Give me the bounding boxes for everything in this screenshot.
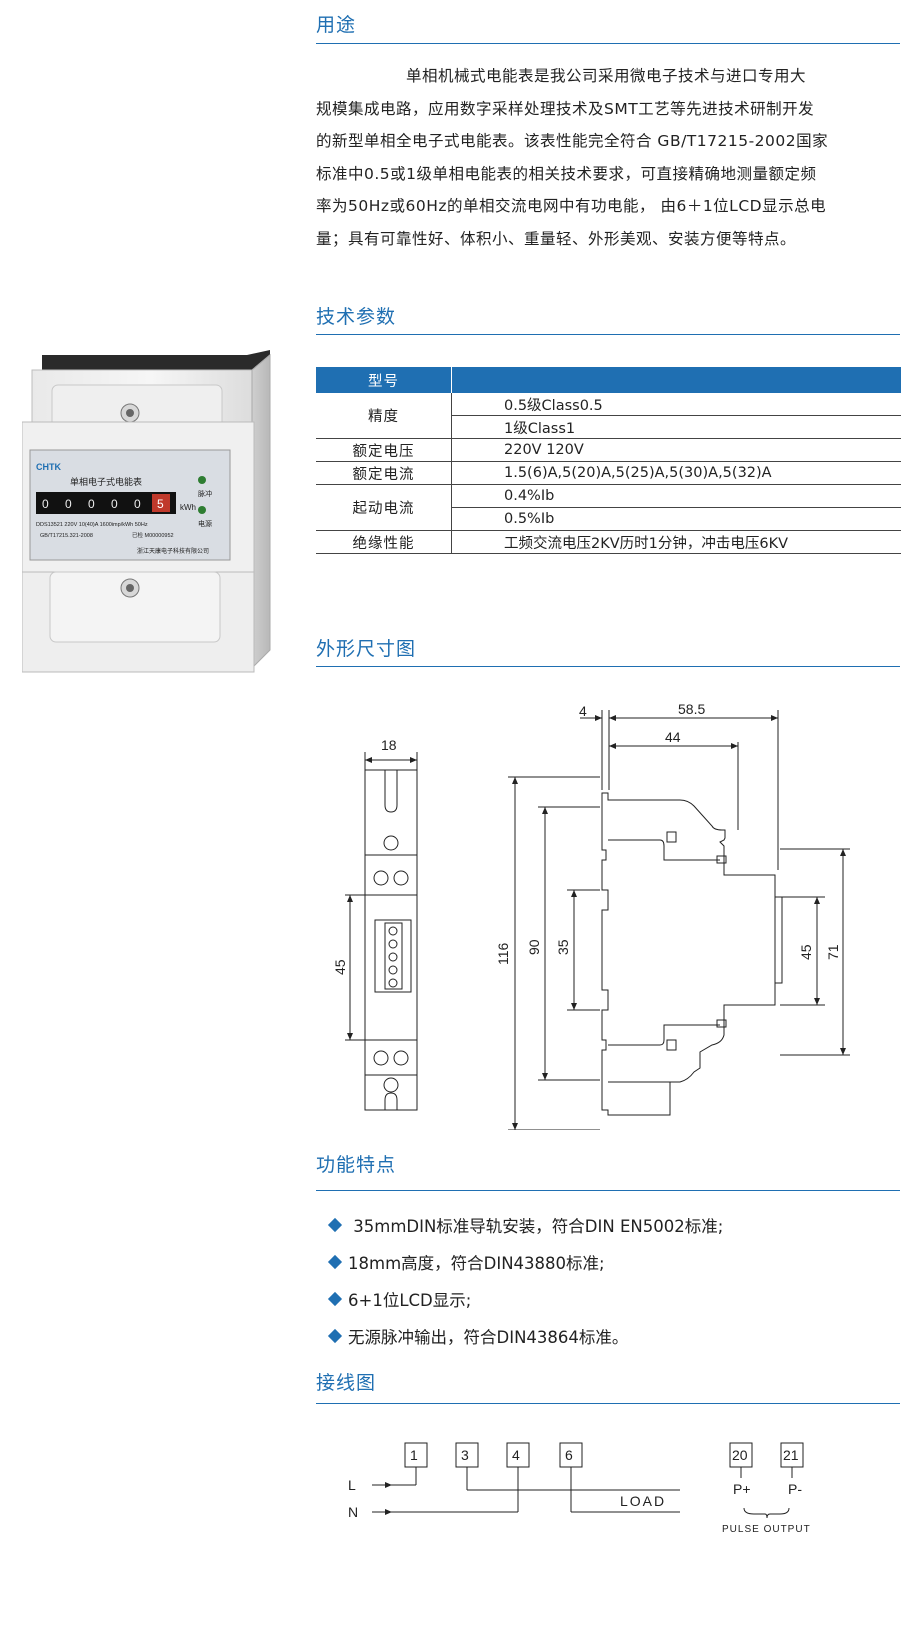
counter-digit: 5 — [157, 497, 164, 511]
spec-table: 型号 精度 0.5级Class0.5 1级Class1 额定电压 220V 12… — [316, 367, 901, 554]
dim-71: 71 — [825, 944, 841, 960]
unit-label: kWh — [180, 503, 196, 512]
feature-text: 35mmDIN标准导轨安装，符合DIN EN5002标准; — [348, 1217, 724, 1236]
spec-value: 0.4%Ib — [451, 484, 901, 508]
counter-wheels: 0 0 0 0 0 5 — [42, 494, 170, 512]
panel-title: 单相电子式电能表 — [70, 476, 142, 487]
spec-value: 1级Class1 — [451, 415, 901, 439]
dim-116: 116 — [495, 942, 511, 965]
spec-value: 0.5%Ib — [451, 507, 901, 531]
terminal-label: 3 — [461, 1447, 469, 1463]
spec-row: 绝缘性能 工频交流电压2KV历时1分钟，冲击电压6KV — [316, 530, 901, 554]
spec-row: 起动电流 0.4%Ib — [316, 484, 901, 531]
bullet-diamond-icon — [327, 1291, 343, 1307]
spec-row: 额定电流 1.5(6)A,5(20)A,5(25)A,5(30)A,5(32)A — [316, 461, 901, 485]
pulse-terminal-label: 21 — [783, 1447, 799, 1463]
feature-text: 6+1位LCD显示; — [348, 1291, 472, 1310]
usage-line: 率为50Hz或60Hz的单相交流电网中有功电能， 由6＋1位LCD显示总电 — [316, 197, 827, 215]
specs-rule — [316, 334, 900, 335]
dim-90: 90 — [526, 939, 542, 955]
feature-text: 无源脉冲输出，符合DIN43864标准。 — [348, 1328, 629, 1347]
side-view-outline — [601, 792, 776, 1116]
spec-row: 0.5%Ib — [316, 507, 901, 531]
pulse-terminal-label: 20 — [732, 1447, 748, 1463]
spec-label: 起动电流 — [316, 484, 452, 531]
counter-digit: 0 — [134, 497, 141, 511]
maker-label: 浙江天康电子科技有限公司 — [137, 547, 209, 555]
specs-title: 技术参数 — [316, 306, 397, 328]
usage-rule — [316, 43, 900, 44]
load-label: LOAD — [620, 1493, 666, 1509]
spec-row: 额定电压 220V 120V — [316, 438, 901, 462]
feature-item: 35mmDIN标准导轨安装，符合DIN EN5002标准; — [327, 1213, 724, 1237]
dim-offset: 4 — [579, 703, 587, 719]
feature-item: 18mm高度，符合DIN43880标准; — [327, 1250, 605, 1274]
bullet-diamond-icon — [327, 1217, 343, 1233]
pulse-plus-label: P+ — [733, 1481, 751, 1497]
feature-text: 18mm高度，符合DIN43880标准; — [348, 1254, 605, 1273]
dim-35: 35 — [555, 939, 571, 955]
spec-header-row: 型号 — [316, 367, 901, 393]
counter-digit: 0 — [88, 497, 95, 511]
usage-paragraph: 单相机械式电能表是我公司采用微电子技术与进口专用大 规模集成电路，应用数字采样处… — [316, 60, 902, 255]
usage-title: 用途 — [316, 14, 357, 36]
counter-digit: 0 — [111, 497, 118, 511]
bullet-diamond-icon — [327, 1254, 343, 1270]
brand-logo: CHTK — [36, 462, 61, 472]
dim-45: 45 — [798, 944, 814, 960]
spec-row: 1级Class1 — [316, 415, 901, 439]
pulse-led-label: 脉冲 — [198, 489, 212, 498]
bullet-diamond-icon — [327, 1328, 343, 1344]
dimensions-title: 外形尺寸图 — [316, 638, 417, 660]
counter-digit: 0 — [65, 497, 72, 511]
terminal-label: 6 — [565, 1447, 573, 1463]
dim-depth-total: 58.5 — [678, 701, 705, 717]
spec-header-value — [451, 367, 901, 393]
counter-digit: 0 — [42, 497, 49, 511]
pulse-output-label: PULSE OUTPUT — [722, 1524, 811, 1535]
feature-item: 6+1位LCD显示; — [327, 1287, 472, 1311]
serial-line: 已检 M00000952 — [132, 531, 174, 539]
wiring-diagram: 1 3 4 6 20 21 L N LOAD P+ P- PULSE OUTPU… — [348, 1442, 811, 1535]
spec-value: 1.5(6)A,5(20)A,5(25)A,5(30)A,5(32)A — [451, 461, 901, 485]
spec-label: 额定电压 — [316, 438, 452, 462]
power-led-label: 电源 — [198, 519, 212, 528]
dim-depth-body: 44 — [665, 729, 681, 745]
usage-line: 标准中0.5或1级单相电能表的相关技术要求，可直接精确地测量额定频 — [316, 164, 817, 183]
terminal-label: 1 — [410, 1447, 418, 1463]
pulse-minus-label: P- — [788, 1481, 802, 1497]
spec-row: 精度 0.5级Class0.5 — [316, 393, 901, 439]
spec-header-label: 型号 — [316, 367, 452, 393]
energy-meter-photo: CHTK 单相电子式电能表 0 0 0 0 0 5 kWh 脉冲 电源 DDS1… — [21, 350, 290, 675]
spec-label: 额定电流 — [316, 461, 452, 485]
usage-line: 的新型单相全电子式电能表。该表性能完全符合 GB/T17215-2002国家 — [316, 132, 829, 150]
dim-height-front: 45 — [332, 959, 348, 975]
dim-width-front: 18 — [381, 737, 397, 753]
pulse-led — [198, 476, 206, 484]
usage-line: 量；具有可靠性好、体积小、重量轻、外形美观、安装方便等特点。 — [316, 229, 797, 248]
spec-label: 精度 — [316, 393, 452, 439]
usage-line: 单相机械式电能表是我公司采用微电子技术与进口专用大 — [406, 67, 807, 85]
spec-line: DDS13521 220V 10(40)A 1600imp/kWh 50Hz — [36, 522, 148, 528]
wiring-title: 接线图 — [316, 1372, 377, 1394]
usage-line: 规模集成电路，应用数字采样处理技术及SMT工艺等先进技术研制开发 — [316, 99, 815, 118]
features-rule — [316, 1190, 900, 1191]
dimension-drawing: 18 45 4 58.5 44 116 90 35 45 71 — [332, 701, 850, 1130]
power-led — [198, 506, 206, 514]
features-title: 功能特点 — [316, 1154, 397, 1176]
standard-line: GB/T17215.321-2008 — [40, 533, 93, 539]
line-N-label: N — [348, 1504, 358, 1520]
spec-label: 绝缘性能 — [316, 530, 452, 554]
feature-item: 无源脉冲输出，符合DIN43864标准。 — [327, 1324, 629, 1348]
wiring-rule — [316, 1403, 900, 1404]
spec-value: 工频交流电压2KV历时1分钟，冲击电压6KV — [451, 530, 901, 554]
dimensions-rule — [316, 666, 900, 667]
line-L-label: L — [348, 1477, 356, 1493]
terminal-label: 4 — [512, 1447, 520, 1463]
spec-value: 220V 120V — [451, 438, 901, 462]
spec-value: 0.5级Class0.5 — [451, 393, 901, 416]
